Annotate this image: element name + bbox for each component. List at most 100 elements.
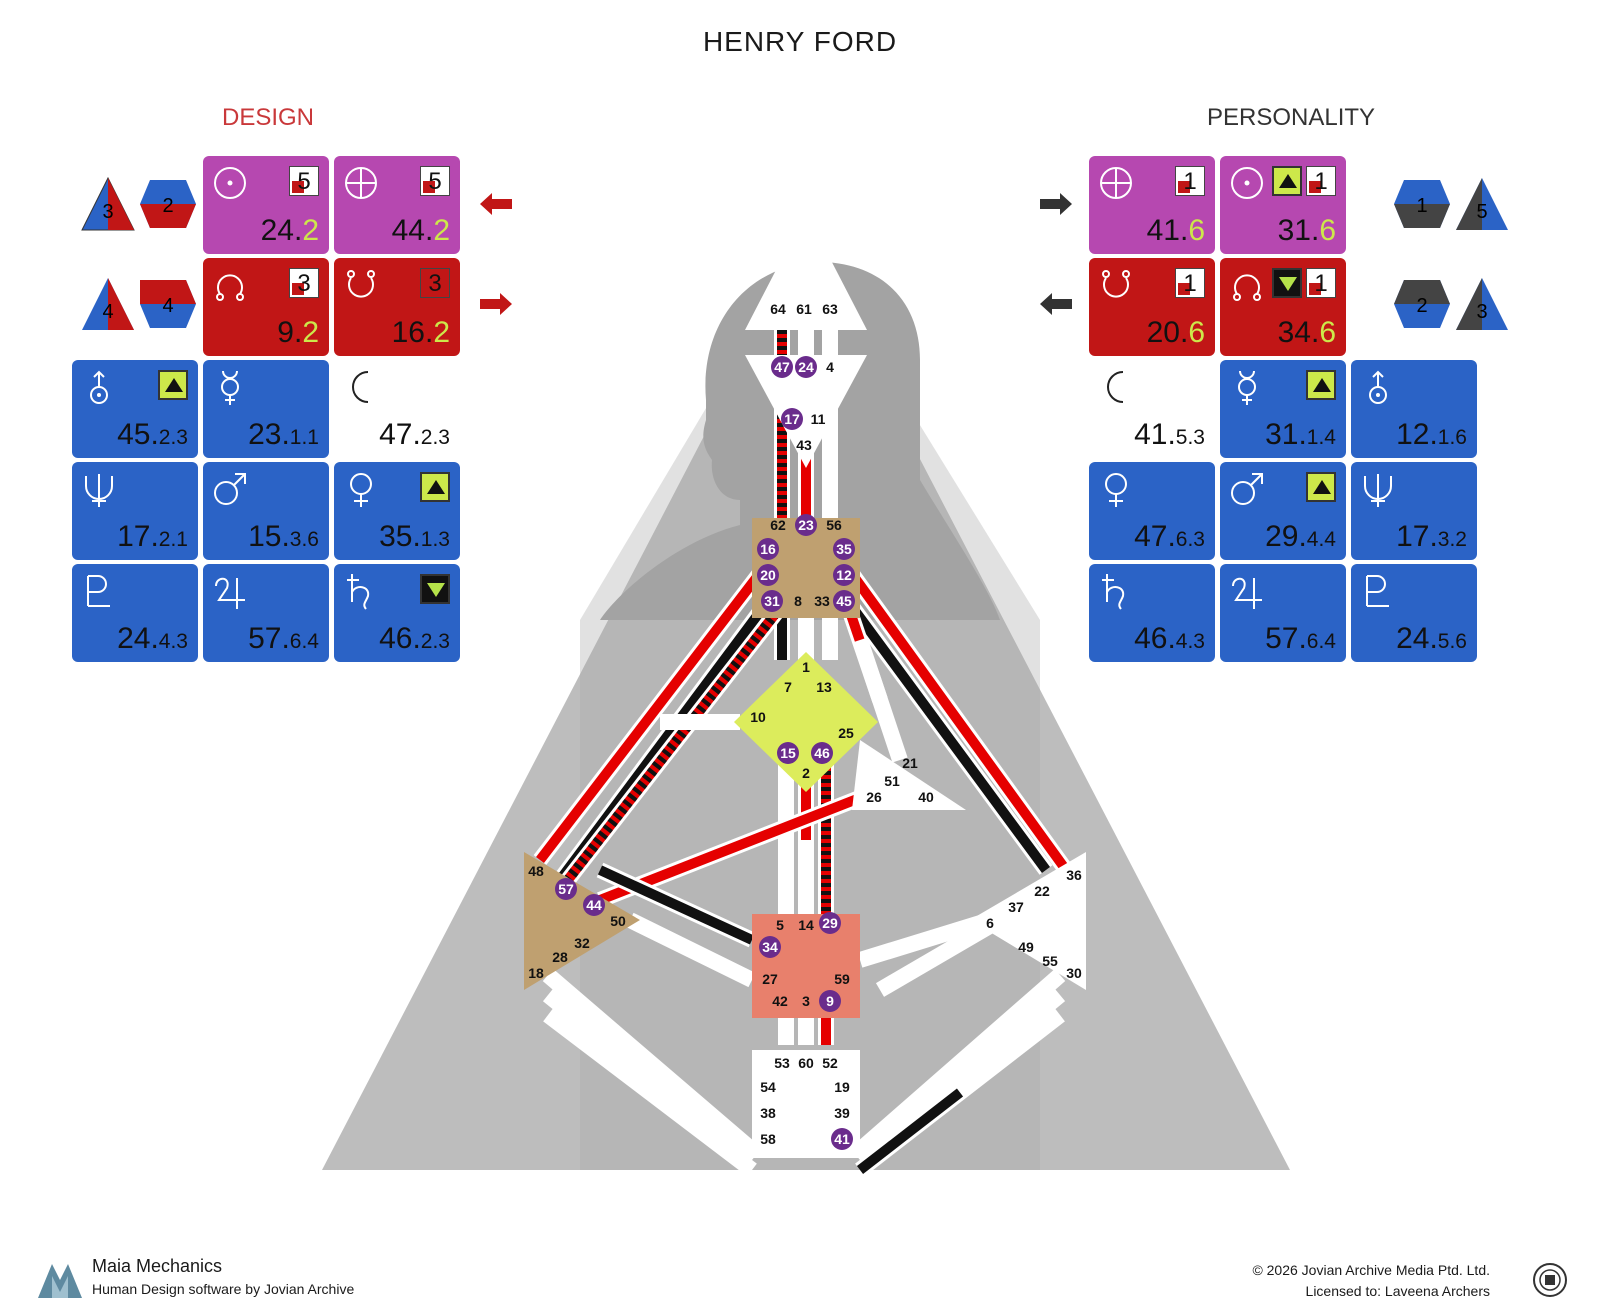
personality-jupiter-tile[interactable]: 57.6.4 <box>1220 564 1346 662</box>
gate-26-label[interactable]: 26 <box>866 789 882 805</box>
design-jupiter-tile[interactable]: 57.6.4 <box>203 564 329 662</box>
personality-neptune-tile[interactable]: 17.3.2 <box>1351 462 1477 560</box>
gate-29-label[interactable]: 29 <box>822 915 838 931</box>
gate-52-label[interactable]: 52 <box>822 1055 838 1071</box>
gate-15-label[interactable]: 15 <box>780 745 796 761</box>
head-center[interactable] <box>745 212 867 330</box>
gate-42-label[interactable]: 42 <box>772 993 788 1009</box>
design-moon-tile[interactable]: 47.2.3 <box>334 360 460 458</box>
personality-south-node-tile[interactable]: 1 20.6 <box>1089 258 1215 356</box>
gate-12-label[interactable]: 12 <box>836 567 852 583</box>
gate-5-label[interactable]: 5 <box>776 917 784 933</box>
personality-moon-tile[interactable]: 41.5.3 <box>1089 360 1215 458</box>
personality-sun-tile[interactable]: 1 31.6 <box>1220 156 1346 254</box>
design-earth-tile[interactable]: 5 44.2 <box>334 156 460 254</box>
gate-56-label[interactable]: 56 <box>826 517 842 533</box>
heart-center[interactable] <box>852 740 966 810</box>
gate-38-label[interactable]: 38 <box>760 1105 776 1121</box>
gate-24-label[interactable]: 24 <box>798 359 814 375</box>
gate-32-label[interactable]: 32 <box>574 935 590 951</box>
gate-18-label[interactable]: 18 <box>528 965 544 981</box>
gate-25-label[interactable]: 25 <box>838 725 854 741</box>
spleen-center[interactable] <box>524 852 640 990</box>
gate-23-label[interactable]: 23 <box>798 517 814 533</box>
gate-28-label[interactable]: 28 <box>552 949 568 965</box>
gate-19-label[interactable]: 19 <box>834 1079 850 1095</box>
gate-11-label[interactable]: 11 <box>811 411 826 427</box>
personality-mars-tile[interactable]: 29.4.4 <box>1220 462 1346 560</box>
solar-center[interactable] <box>970 852 1086 990</box>
gate-30-label[interactable]: 30 <box>1066 965 1082 981</box>
g-center[interactable] <box>734 652 878 792</box>
gate-51-label[interactable]: 51 <box>884 773 900 789</box>
personality-earth-tile[interactable]: 1 41.6 <box>1089 156 1215 254</box>
gate-16-label[interactable]: 16 <box>760 541 776 557</box>
gate-39-label[interactable]: 39 <box>834 1105 850 1121</box>
personality-mercury-tile[interactable]: 31.1.4 <box>1220 360 1346 458</box>
design-sun-tile[interactable]: 5 24.2 <box>203 156 329 254</box>
gate-46-label[interactable]: 46 <box>814 745 830 761</box>
gate-43-label[interactable]: 43 <box>796 437 812 453</box>
gate-27-label[interactable]: 27 <box>762 971 778 987</box>
gate-3-label[interactable]: 3 <box>802 993 810 1009</box>
personality-uranus-tile[interactable]: 12.1.6 <box>1351 360 1477 458</box>
gate-10-label[interactable]: 10 <box>750 709 766 725</box>
gate-48-label[interactable]: 48 <box>528 863 544 879</box>
design-neptune-tile[interactable]: 17.2.1 <box>72 462 198 560</box>
gate-55-label[interactable]: 55 <box>1042 953 1058 969</box>
design-mercury-tile[interactable]: 23.1.1 <box>203 360 329 458</box>
gate-21-label[interactable]: 21 <box>902 755 918 771</box>
jupiter-icon <box>215 577 245 609</box>
gate-64-label[interactable]: 64 <box>770 301 786 317</box>
gate-9-label[interactable]: 9 <box>826 993 834 1009</box>
design-saturn-tile[interactable]: 46.2.3 <box>334 564 460 662</box>
gate-33-label[interactable]: 33 <box>814 593 830 609</box>
design-venus-tile[interactable]: 35.1.3 <box>334 462 460 560</box>
gate-61-label[interactable]: 61 <box>796 301 812 317</box>
gate-17-label[interactable]: 17 <box>784 411 800 427</box>
moon-icon <box>1107 371 1124 403</box>
gate-31-label[interactable]: 31 <box>764 593 780 609</box>
gate-8-label[interactable]: 8 <box>794 593 802 609</box>
gate-58-label[interactable]: 58 <box>760 1131 776 1147</box>
design-pluto-tile[interactable]: 24.4.3 <box>72 564 198 662</box>
gate-22-label[interactable]: 22 <box>1034 883 1050 899</box>
personality-pluto-tile[interactable]: 24.5.6 <box>1351 564 1477 662</box>
gate-50-label[interactable]: 50 <box>610 913 626 929</box>
gate-14-label[interactable]: 14 <box>798 917 814 933</box>
gate-37-label[interactable]: 37 <box>1008 899 1024 915</box>
gate-13-label[interactable]: 13 <box>816 679 832 695</box>
gate-20-label[interactable]: 20 <box>760 567 776 583</box>
gate-1-label[interactable]: 1 <box>802 659 810 675</box>
personality-saturn-tile[interactable]: 46.4.3 <box>1089 564 1215 662</box>
gate-41-label[interactable]: 41 <box>834 1131 850 1147</box>
personality-venus-tile[interactable]: 47.6.3 <box>1089 462 1215 560</box>
personality-north-node-tile[interactable]: 1 34.6 <box>1220 258 1346 356</box>
gate-2-label[interactable]: 2 <box>802 765 810 781</box>
gate-59-label[interactable]: 59 <box>834 971 850 987</box>
gate-49-label[interactable]: 49 <box>1018 939 1034 955</box>
gate-44-label[interactable]: 44 <box>586 897 602 913</box>
gate-35-label[interactable]: 35 <box>836 541 852 557</box>
ajna-center[interactable] <box>745 355 867 468</box>
gate-34-label[interactable]: 34 <box>762 939 778 955</box>
design-north-node-tile[interactable]: 3 9.2 <box>203 258 329 356</box>
gate-36-label[interactable]: 36 <box>1066 867 1082 883</box>
gate-4-label[interactable]: 4 <box>826 359 834 375</box>
gate-54-label[interactable]: 54 <box>760 1079 776 1095</box>
gate-6-label[interactable]: 6 <box>986 915 994 931</box>
design-mars-tile[interactable]: 15.3.6 <box>203 462 329 560</box>
gate-53-label[interactable]: 53 <box>774 1055 790 1071</box>
gate-62-label[interactable]: 62 <box>770 517 786 533</box>
gate-45-label[interactable]: 45 <box>836 593 852 609</box>
sacral-center[interactable] <box>752 914 860 1018</box>
design-uranus-tile[interactable]: 45.2.3 <box>72 360 198 458</box>
design-south-node-tile[interactable]: 3 16.2 <box>334 258 460 356</box>
gate-63-label[interactable]: 63 <box>822 301 838 317</box>
gate-40-label[interactable]: 40 <box>918 789 934 805</box>
gate-60-label[interactable]: 60 <box>798 1055 814 1071</box>
gate-57-label[interactable]: 57 <box>558 881 574 897</box>
gate-7-label[interactable]: 7 <box>784 679 792 695</box>
gate-47-label[interactable]: 47 <box>774 359 790 375</box>
